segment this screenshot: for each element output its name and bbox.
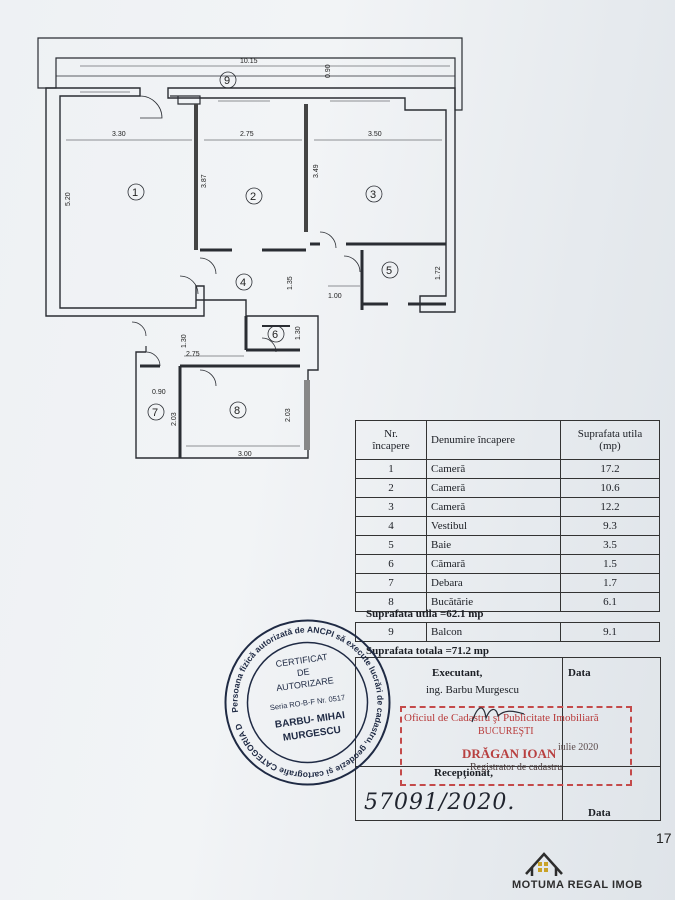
dim-3-49: 3.49 [313,164,320,178]
row-name: Cămară [426,554,561,574]
dim-0-90-low: 0.90 [152,389,166,396]
stamp-line2: BUCUREŞTI [478,726,534,737]
signature-scribble [471,707,525,723]
row-name: Debara [426,573,561,593]
dim-2-75-mid: 2.75 [186,351,200,358]
row-area: 10.6 [560,478,660,498]
row-nr: 7 [355,573,427,593]
ocpi-stamp: Oficiul de Cadastru şi Publicitate Imobi… [400,706,632,786]
row-area: 12.2 [560,497,660,517]
row-name: Balcon [426,622,561,642]
dim-3-50: 3.50 [368,131,382,138]
col-nr: Nr. încapere [355,420,427,460]
room-label-1: 1 [132,187,138,199]
dim-10-15: 10.15 [240,58,258,65]
suprafata-totala: Suprafata totala =71.2 mp [366,645,489,657]
dim-1-30-left: 1.30 [181,334,188,348]
dim-2-03-left: 2.03 [171,412,178,426]
room-label-5: 5 [386,265,392,277]
seal-center3: AUTORIZARE [276,675,335,693]
stamp-line3: DRĂGAN IOAN [462,746,557,761]
room-label-4: 4 [240,277,246,289]
dim-3-00: 3.00 [238,451,252,458]
seal-center1: CERTIFICAT [275,652,329,669]
dim-5-20: 5.20 [65,192,72,206]
data-label-bottom: Data [588,807,611,819]
row-name: Bucătărie [426,592,561,612]
col-area: Suprafata utila (mp) [560,420,660,460]
row-nr: 8 [355,592,427,612]
stamp-line1: Oficiul de Cadastru şi Publicitate Imobi… [404,712,599,724]
dim-1-35: 1.35 [287,276,294,290]
dim-2-03-right: 2.03 [285,408,292,422]
dim-1-00: 1.00 [328,293,342,300]
dim-0-90-top: 0.90 [325,64,332,78]
balcon-table: 9 Balcon 9.1 [355,622,660,642]
room-label-9: 9 [224,75,230,87]
dim-3-30: 3.30 [112,131,126,138]
suprafata-utila: Suprafata utila =62.1 mp [366,608,484,620]
col-name: Denumire încapere [426,420,561,460]
row-area: 17.2 [560,459,660,479]
row-nr: 2 [355,478,427,498]
seal-center2: DE [296,666,310,678]
row-name: Cameră [426,497,561,517]
row-area: 1.5 [560,554,660,574]
row-nr: 9 [355,622,427,642]
page-mark: 17 [656,830,672,846]
handwritten-registration-number: 57091/2020. [364,790,516,815]
row-nr: 1 [355,459,427,479]
executant-name: ing. Barbu Murgescu [426,684,519,696]
row-name: Baie [426,535,561,555]
row-nr: 5 [355,535,427,555]
dim-2-75-top: 2.75 [240,131,254,138]
room-label-2: 2 [250,191,256,203]
data-label-top: Data [568,667,591,679]
dim-1-72: 1.72 [435,266,442,280]
room-label-8: 8 [234,405,240,417]
row-name: Cameră [426,478,561,498]
logo-text: MOTUMA REGAL IMOB [512,879,643,891]
table-row: 9 Balcon 9.1 [355,622,660,642]
dim-3-87: 3.87 [201,174,208,188]
row-nr: 4 [355,516,427,536]
row-name: Vestibul [426,516,561,536]
row-area: 1.7 [560,573,660,593]
rooms-table: Nr. încapere Denumire încapere Suprafata… [355,420,660,612]
table-header-row: Nr. încapere Denumire încapere Suprafata… [355,420,660,460]
motuma-logo-icon [525,852,563,876]
stamp-date: iulie 2020 [558,742,599,753]
room-label-7: 7 [152,407,158,419]
row-name: Cameră [426,459,561,479]
receptionat-label: Recepţionat, [434,767,493,779]
row-area: 9.1 [560,622,660,642]
dim-1-30-right: 1.30 [295,326,302,340]
row-area: 9.3 [560,516,660,536]
stamp-line4: Registrator de cadastru [470,762,563,773]
executant-label: Executant, [432,667,483,679]
seal-center4: Seria RO-B-F Nr. 0517 [269,693,345,712]
row-nr: 6 [355,554,427,574]
room-label-3: 3 [370,189,376,201]
authorization-seal: Persoana fizică autorizată de ANCPI să e… [220,615,395,790]
room-label-6: 6 [272,329,278,341]
row-area: 6.1 [560,592,660,612]
row-nr: 3 [355,497,427,517]
row-area: 3.5 [560,535,660,555]
